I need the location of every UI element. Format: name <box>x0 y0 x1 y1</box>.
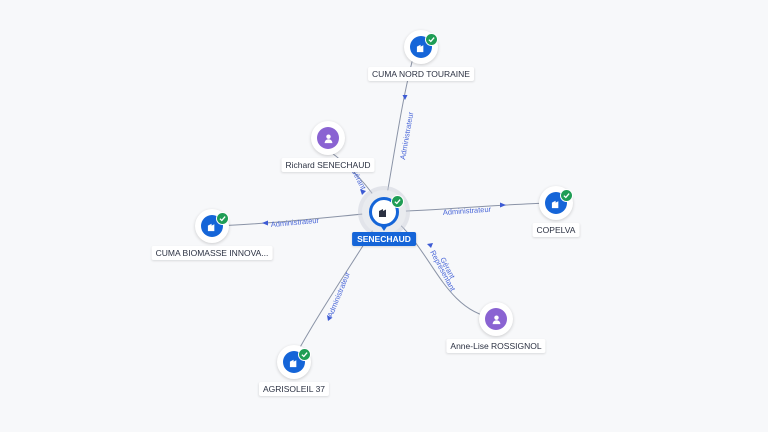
edge-cuma-bio <box>211 211 385 227</box>
edge-label-copelva: Administrateur <box>443 205 492 217</box>
arrow-copelva <box>500 202 506 208</box>
verified-check-icon <box>298 348 311 361</box>
verified-check-icon <box>560 189 573 202</box>
person-icon <box>317 127 339 149</box>
verified-check-icon <box>216 212 229 225</box>
node-label: CUMA BIOMASSE INNOVA... <box>151 246 273 260</box>
edge-label-agrisoleil: Administrateur <box>326 270 353 319</box>
arrow-richard <box>360 189 366 195</box>
arrow-anne <box>427 243 433 248</box>
node-label: Richard SENECHAUD <box>281 158 375 172</box>
node-label: CUMA NORD TOURAINE <box>368 67 474 81</box>
person-icon <box>485 308 507 330</box>
node-label: SENECHAUD <box>352 232 416 246</box>
edge-label-cuma-bio: Administrateur <box>270 216 319 229</box>
edge-copelva <box>383 202 554 213</box>
arrow-agrisoleil <box>327 315 332 321</box>
verified-check-icon <box>391 195 404 208</box>
node-label: AGRISOLEIL 37 <box>258 382 330 396</box>
arrow-cuma-bio <box>262 220 268 226</box>
node-label: Anne-Lise ROSSIGNOL <box>446 339 546 353</box>
node-label: COPELVA <box>532 223 580 237</box>
verified-check-icon <box>425 33 438 46</box>
arrow-cuma-nord <box>402 95 408 100</box>
